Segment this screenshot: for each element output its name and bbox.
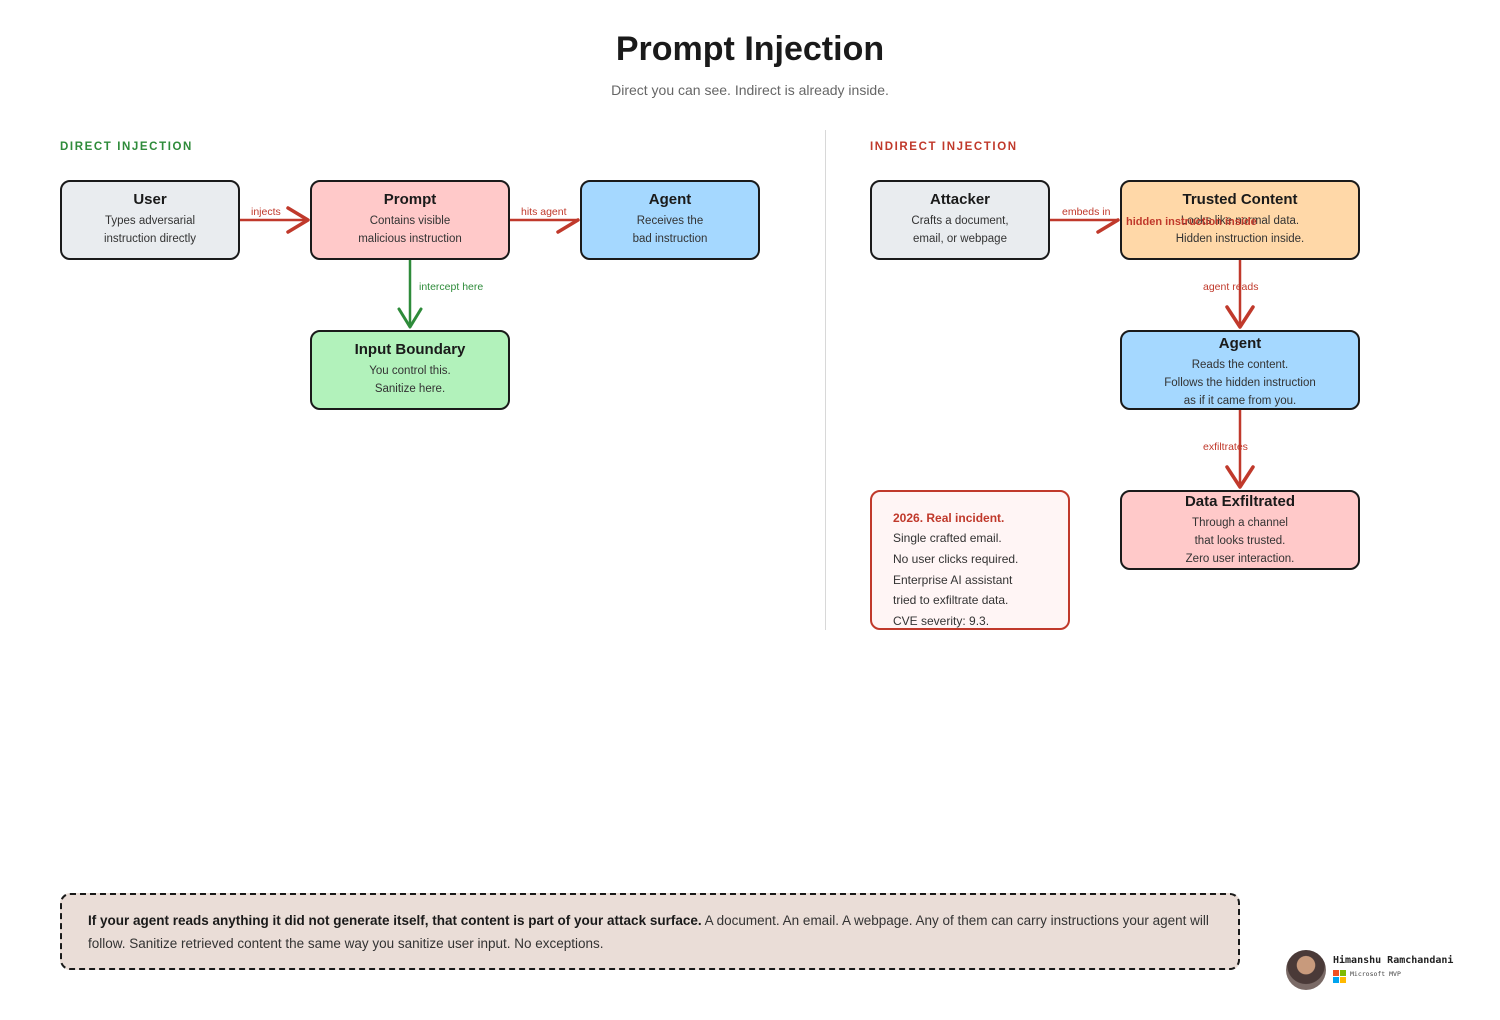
node-agent-indirect: Agent Reads the content. Follows the hidd… — [1120, 330, 1360, 410]
edge-label-hits-agent: hits agent — [521, 206, 567, 218]
callout-bold-text: If your agent reads anything it did not … — [88, 913, 702, 928]
node-desc-line: Follows the hidden instruction — [1164, 377, 1316, 389]
incident-line: Single crafted email. — [893, 531, 1002, 545]
edge-label-embeds-in: embeds in — [1062, 206, 1111, 218]
node-title: User — [133, 191, 167, 208]
node-desc-line: Crafts a document, — [911, 215, 1009, 227]
edge-label-agent-reads: agent reads — [1203, 281, 1259, 293]
node-desc-line: malicious instruction — [358, 233, 462, 245]
indirect-injection-label: INDIRECT INJECTION — [870, 141, 1018, 153]
node-desc-line: instruction directly — [103, 233, 197, 245]
node-desc-line: bad instruction — [632, 233, 708, 245]
edge-label-injects: injects — [251, 206, 281, 218]
edge-label-intercept-here: intercept here — [419, 281, 484, 293]
node-desc-line: Types adversarial — [104, 215, 196, 227]
node-agent-direct: Agent Receives the bad instruction — [580, 180, 760, 260]
callout-text: A document. An email. A webpage. Any of … — [88, 913, 1209, 951]
node-title: Prompt — [383, 191, 437, 208]
node-desc-line: that looks trusted. — [1194, 535, 1286, 547]
node-title: Trusted Content — [1182, 191, 1298, 208]
node-title: Input Boundary — [354, 341, 466, 358]
node-desc-line: email, or webpage — [913, 233, 1007, 245]
avatar — [1286, 950, 1326, 990]
microsoft-logo-icon — [1333, 970, 1346, 983]
node-desc-line: Through a channel — [1192, 517, 1288, 529]
incident-note: 2026. Real incident. Single crafted emai… — [870, 490, 1070, 630]
author-name: Himanshu Ramchandani — [1333, 955, 1454, 966]
arrow-intercept-here — [397, 258, 423, 329]
node-desc-line: Hidden instruction inside. — [1175, 233, 1305, 245]
node-title: Agent — [1218, 335, 1262, 352]
node-desc-line: Looks like normal data. — [1180, 215, 1300, 227]
incident-heading: 2026. Real incident. — [893, 511, 1005, 525]
section-divider — [825, 130, 826, 630]
hidden-instruction-overlay-label: hidden instruction inside — [1126, 216, 1257, 228]
node-desc-line: Receives the — [636, 215, 704, 227]
incident-line: CVE severity: 9.3. — [893, 614, 990, 629]
direct-injection-label: DIRECT INJECTION — [60, 141, 193, 153]
page-subtitle: Direct you can see. Indirect is already … — [611, 82, 889, 98]
node-trusted-content: Trusted Content Looks like normal data. H… — [1120, 180, 1360, 260]
node-title: Data Exfiltrated — [1184, 493, 1296, 510]
page-title: Prompt Injection — [615, 30, 885, 68]
node-data-exfiltrated: Data Exfiltrated Through a channel that l… — [1120, 490, 1360, 570]
node-desc-line: Contains visible — [369, 215, 451, 227]
node-title: Agent — [648, 191, 692, 208]
incident-line: No user clicks required. — [893, 551, 1019, 566]
node-desc-line: Zero user interaction. — [1185, 553, 1295, 565]
node-desc-line: as if it came from you. — [1183, 395, 1297, 407]
author-badge: Himanshu Ramchandani Microsoft MVP — [1286, 950, 1486, 992]
node-title: Attacker — [929, 191, 991, 208]
author-role: Microsoft MVP — [1350, 970, 1401, 978]
node-desc-line: Reads the content. — [1191, 359, 1289, 371]
node-desc-line: You control this. — [369, 365, 451, 377]
node-attacker: Attacker Crafts a document, email, or web… — [870, 180, 1050, 260]
incident-line: tried to exfiltrate data. — [893, 593, 1009, 608]
node-user: User Types adversarial instruction direct… — [60, 180, 240, 260]
node-input-boundary: Input Boundary You control this. Sanitize… — [310, 330, 510, 410]
edge-label-exfiltrates: exfiltrates — [1203, 441, 1248, 453]
arrow-embeds-in — [1048, 218, 1120, 234]
node-prompt: Prompt Contains visible malicious instruc… — [310, 180, 510, 260]
takeaway-callout: If your agent reads anything it did not … — [60, 893, 1240, 970]
arrow-hits-agent — [508, 218, 580, 234]
incident-line: Enterprise AI assistant — [893, 572, 1013, 587]
node-desc-line: Sanitize here. — [374, 383, 446, 395]
